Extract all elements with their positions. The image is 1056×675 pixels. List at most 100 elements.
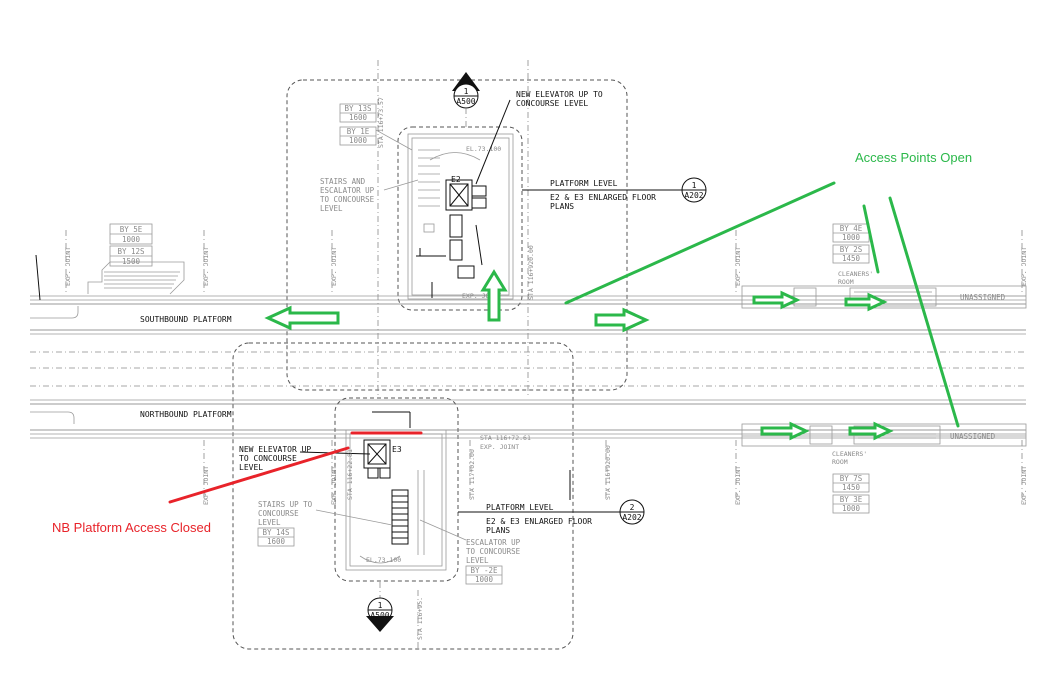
elevation-arrow-left [35, 254, 41, 301]
arrow-right-bot-1 [760, 421, 810, 441]
el-top-tag: EL.73.100 [466, 145, 501, 153]
callout-a500-top-num: 1 [464, 87, 469, 96]
station-lines [377, 60, 607, 650]
arrow-right-sb [594, 307, 650, 333]
bay-tag-rb-b-size: 1000 [842, 504, 861, 513]
arrow-right-top-1 [752, 290, 801, 310]
stairs-up-line2: CONCOURSE [258, 509, 299, 518]
bay-tag-rb-a-code: BY 7S [840, 474, 863, 483]
callout-a500-bot-ref: A500 [370, 611, 389, 620]
callout-a202-top-num: 1 [692, 181, 697, 190]
exp-joint-9: EXP. JOINT [330, 466, 338, 505]
callout-a202-bot-num: 2 [630, 503, 635, 512]
elevator-e2-tag: E2 [451, 175, 461, 184]
sta-bot-3: STA 116+920.00 [604, 445, 612, 500]
stairs-escalator-line4: LEVEL [320, 204, 343, 213]
elevator-e2-plan: E2 EL.73.100 [407, 133, 514, 300]
platform-level-top-sub2: PLANS [550, 202, 574, 211]
exp-joint-1: EXP. JOINT [64, 247, 72, 286]
sta-mid-2: EXP. JOINT [480, 443, 519, 451]
stairs-escalator-line1: STAIRS AND [320, 177, 366, 186]
bay-tags-left: BY 5E 1000 BY 12S 1500 [109, 223, 153, 267]
platform-level-bot-sub1: E2 & E3 ENLARGED FLOOR [486, 517, 592, 526]
bay-tag-rt-b-code: BY 2S [840, 245, 863, 254]
new-elevator-top-line2: CONCOURSE LEVEL [516, 99, 588, 108]
bay-tags-top-left: BY 13S 1600 BY 1E 1000 [339, 103, 413, 151]
section-callout-bottom: 1 A500 [366, 582, 394, 632]
sb-platform-end [30, 306, 79, 319]
arrow-left-sb [264, 305, 340, 331]
access-closed-annotation: NB Platform Access Closed [52, 520, 211, 535]
sta-top-1: STA 116+73.57 [377, 97, 385, 148]
elevator-e3-tag: E3 [392, 445, 402, 454]
bay-tag-rt-b-size: 1450 [842, 254, 861, 263]
el-bot-tag: EL.73.100 [366, 556, 401, 564]
platform-level-note-top: PLATFORM LEVEL E2 & E3 ENLARGED FLOOR PL… [522, 177, 707, 211]
arrow-right-top-2 [844, 292, 888, 312]
stairs-escalator-line2: ESCALATOR UP [320, 186, 375, 195]
bay-tag-left-a-size: 1000 [122, 235, 141, 244]
exp-joint-e2: EXP. JOINT [462, 292, 501, 300]
exp-joint-8: EXP. JOINT [202, 466, 210, 505]
access-open-arrows [264, 269, 894, 441]
cleaners-room-top-l1: CLEANERS' [838, 270, 873, 278]
access-open-leaders [564, 181, 960, 428]
stairs-escalator-line3: TO CONCOURSE [320, 195, 375, 204]
bay-tag-rb-a-size: 1450 [842, 483, 861, 492]
bay-tag-rb-b-code: BY 3E [840, 495, 863, 504]
new-elevator-note-top: NEW ELEVATOR UP TO CONCOURSE LEVEL [475, 90, 603, 185]
southbound-platform-label: SOUTHBOUND PLATFORM [140, 315, 232, 324]
cleaners-room-bot-l1: CLEANERS' [832, 450, 867, 458]
enlarged-plan-outline-e2 [397, 126, 523, 311]
escalator-up-line2: TO CONCOURSE [466, 547, 521, 556]
exp-joint-5: EXP. JOINT [1020, 247, 1028, 286]
escalator-up-note: ESCALATOR UP TO CONCOURSE LEVEL BY -2E 1… [419, 519, 521, 585]
nb-platform-end [30, 411, 75, 424]
escalator-up-line1: ESCALATOR UP [466, 538, 521, 547]
exp-joint-3: EXP. JOINT [330, 247, 338, 286]
left-stair-structure [35, 254, 185, 301]
new-elevator-bot-line1: NEW ELEVATOR UP [239, 445, 311, 454]
arrow-up-e2 [480, 269, 508, 322]
expansion-joints [65, 230, 1023, 505]
stairs-up-line1: STAIRS UP TO [258, 500, 313, 509]
bay-tag-tl-a-code: BY 13S [344, 104, 372, 113]
bay-tag-b-a-size: 1600 [267, 537, 286, 546]
sta-mid-1: STA 116+72.61 [480, 434, 531, 442]
platform-level-bot-title: PLATFORM LEVEL [486, 503, 554, 512]
sta-bot-1: STA 116+22.81 [346, 449, 354, 500]
exp-joint-2: EXP. JOINT [202, 247, 210, 286]
sta-bot-4: STA 116+95. [416, 597, 424, 640]
bay-tag-left-b-code: BY 12S [117, 247, 145, 256]
bay-tag-rt-a-size: 1000 [842, 233, 861, 242]
access-closed-marks [168, 431, 423, 504]
exp-joint-6: EXP. JOINT [734, 466, 742, 505]
stairs-escalator-note: STAIRS AND ESCALATOR UP TO CONCOURSE LEV… [320, 177, 419, 213]
stairs-up-line3: LEVEL [258, 518, 281, 527]
concourse-outline-lower [232, 342, 574, 650]
bay-tag-left-a-code: BY 5E [120, 225, 143, 234]
sta-top-2: STA 116+920.00 [527, 245, 535, 300]
bay-tag-left-b-size: 1500 [122, 257, 141, 266]
elevator-e3-plan: E3 EL.73.100 [345, 411, 447, 571]
bay-tag-tl-b-size: 1000 [349, 136, 368, 145]
stairs-up-note: STAIRS UP TO CONCOURSE LEVEL BY 14S 1600 [257, 500, 393, 547]
concourse-outline-upper [286, 79, 628, 391]
right-rooms-bottom: UNASSIGNED CLEANERS' ROOM BY 7S 1450 BY … [741, 423, 1027, 514]
callout-a500-top-ref: A500 [456, 97, 475, 106]
bay-tag-b-b-size: 1000 [475, 575, 494, 584]
escalator-up-line3: LEVEL [466, 556, 489, 565]
bay-tag-tl-b-code: BY 1E [347, 127, 370, 136]
cleaners-room-top-l2: ROOM [838, 278, 854, 286]
section-callout-top: 1 A500 [452, 72, 480, 128]
bay-tag-rt-a-code: BY 4E [840, 224, 863, 233]
bay-tag-b-b-code: BY -2E [470, 566, 498, 575]
bay-tag-tl-a-size: 1600 [349, 113, 368, 122]
platform-level-top-title: PLATFORM LEVEL [550, 179, 618, 188]
new-elevator-top-line1: NEW ELEVATOR UP TO [516, 90, 603, 99]
exp-joint-7: EXP. JOINT [1020, 466, 1028, 505]
new-elevator-bot-line2: TO CONCOURSE [239, 454, 297, 463]
cleaners-room-bot-l2: ROOM [832, 458, 848, 466]
platform-level-note-bottom: PLATFORM LEVEL E2 & E3 ENLARGED FLOOR PL… [458, 470, 645, 535]
